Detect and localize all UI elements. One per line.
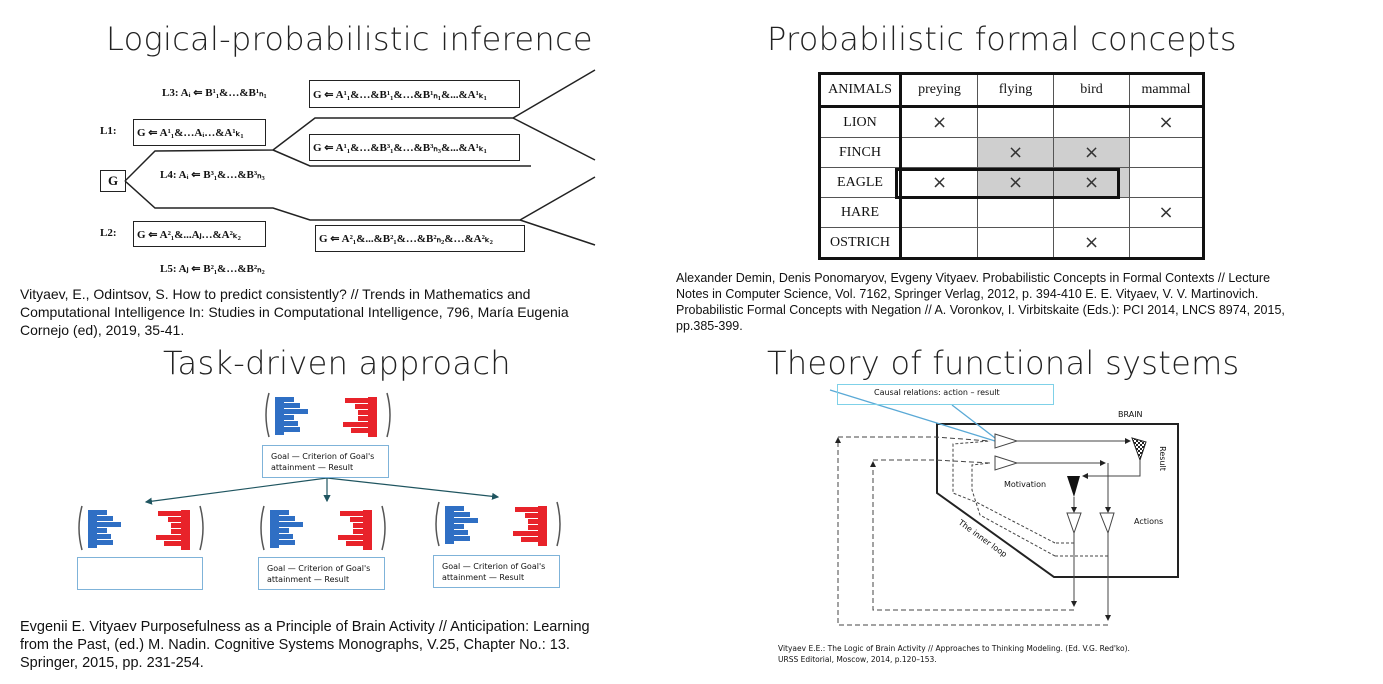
citation-functional-systems: Vityaev E.E.: The Logic of Brain Activit… [778,643,1130,665]
citation-line: Notes in Computer Science, Vol. 7162, Sp… [676,287,1259,301]
table-row: HARE× [819,197,1204,228]
citation-line: Cornejo (ed), 2019, 35-41. [20,322,185,338]
rule-l5: L5: Aⱼ ⇐ B²₁&…&B²ₙ₂ [160,263,265,275]
row-header: FINCH [819,137,902,168]
brain-outline [936,423,1179,578]
column-header: flying [977,73,1054,108]
citation-inference: Vityaev, E., Odintsov, S. How to predict… [20,285,569,339]
rule-l3: L3: Aᵢ ⇐ B¹₁&…&B¹ₙ₁ [162,87,267,99]
formula-box-mid: G ⇐ A¹₁&…&B³₁&…&B³ₙ₃&...&A¹ₖ₁ [309,134,520,161]
citation-line: Probabilistic Formal Concepts with Negat… [676,303,1285,317]
empty-cell [977,227,1054,259]
title-theory-of-functional-systems: Theory of functional systems [767,344,1240,382]
causal-relations-label: Causal relations: action – result [874,388,1000,397]
row-header: LION [819,106,902,138]
citation-formal-concepts: Alexander Demin, Denis Ponomaryov, Evgen… [676,270,1285,334]
goal-text: attainment — Result [442,573,525,582]
goal-box-top: Goal — Criterion of Goal's attainment — … [262,445,389,478]
formula-box-top: G ⇐ A¹₁&…&B¹₁&…&B¹ₙ₁&...&A¹ₖ₁ [309,80,520,108]
goal-box-empty [77,557,203,590]
row-header: OSTRICH [819,227,902,259]
column-header: ANIMALS [819,73,902,108]
empty-cell [900,227,978,259]
goal-text: attainment — Result [267,575,350,584]
citation-line: Computational Intelligence In: Studies i… [20,304,569,320]
formula-box-bot: G ⇐ A²₁&...&B²₁&…&B²ₙ₂&…&A²ₖ₂ [315,225,525,252]
formula-box-l2: G ⇐ A²₁&...Aⱼ…&A²ₖ₂ [133,221,266,247]
citation-line: Vityaev E.E.: The Logic of Brain Activit… [778,644,1130,653]
title-task-driven-approach: Task-driven approach [163,344,511,382]
actions-label: Actions [1134,517,1164,526]
citation-line: Evgenii E. Vityaev Purposefulness as a P… [20,619,590,635]
citation-line: pp.385-399. [676,319,743,333]
causal-relations-box: Causal relations: action – result [837,384,1054,405]
title-probabilistic-formal-concepts: Probabilistic formal concepts [767,20,1237,58]
empty-cell [900,197,978,228]
label-l1: L1: [100,125,117,137]
goal-text: Goal — Criterion of Goal's [442,562,546,571]
column-header: bird [1053,73,1130,108]
table-row: EAGLE××× [819,167,1204,198]
cross-mark-cell: × [1053,137,1130,168]
table-row: LION×× [819,106,1204,138]
cross-mark-cell: × [1053,227,1130,259]
column-header: preying [900,73,978,108]
result-acceptor [1131,437,1147,462]
title-logical-probabilistic-inference: Logical-probabilistic inference [106,20,593,58]
rule-l4: L4: Aᵢ ⇐ B³₁&…&B³ₙ₃ [160,169,265,181]
goal-box-middle: Goal — Criterion of Goal's attainment — … [258,557,385,590]
empty-cell [1129,137,1204,168]
citation-line: Springer, 2015, pp. 231-254. [20,655,204,671]
result-label: Result [1157,446,1167,471]
column-header: mammal [1129,73,1204,108]
goal-text: Goal — Criterion of Goal's [271,452,375,461]
label-l2: L2: [100,227,117,239]
motivation-triangle [1067,476,1080,497]
brain-label: BRAIN [1118,410,1143,419]
empty-cell [977,106,1054,138]
motivation-label: Motivation [1004,480,1047,489]
citation-line: URSS Editorial, Moscow, 2014, p.120–153. [778,655,937,664]
empty-cell [1129,227,1204,259]
table-row: OSTRICH × [819,227,1204,259]
citation-line: Vityaev, E., Odintsov, S. How to predict… [20,286,531,302]
cross-mark-cell: × [900,167,978,198]
goal-text: Goal — Criterion of Goal's [267,564,371,573]
citation-line: Alexander Demin, Denis Ponomaryov, Evgen… [676,271,1271,285]
eagle-concept-highlight [895,168,1120,199]
cross-mark-cell: × [977,167,1054,198]
cross-mark-cell: × [900,106,978,138]
goal-box-right: Goal — Criterion of Goal's attainment — … [433,555,560,588]
goal-node: G [100,170,126,192]
formula-box-l1: G ⇐ A¹₁&…Aᵢ…&A¹ₖ₁ [133,119,266,146]
citation-task-driven: Evgenii E. Vityaev Purposefulness as a P… [20,618,590,672]
citation-line: from the Past, (ed.) M. Nadin. Cognitive… [20,637,570,653]
cross-mark-cell: × [1129,106,1204,138]
cross-mark-cell: × [1129,197,1204,228]
goal-text: attainment — Result [271,463,354,472]
